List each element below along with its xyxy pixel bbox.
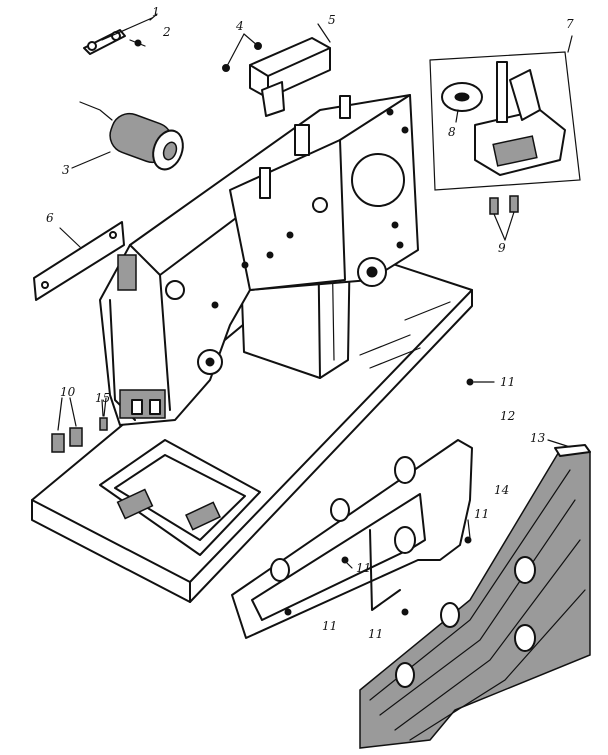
part-14-wood-panel [359, 449, 591, 749]
part-3-motor [71, 101, 184, 171]
part-7-feed-assembly-box [429, 35, 581, 191]
part-6-plate [33, 221, 125, 301]
callout-11-d: 11 [322, 619, 338, 633]
part-11-screws [284, 378, 495, 616]
callout-2: 2 [163, 25, 171, 39]
leader-lines [103, 13, 471, 569]
callout-12: 12 [500, 409, 516, 423]
base-plate [31, 245, 473, 603]
part-4-screws [222, 33, 262, 72]
part-15-screw [99, 399, 108, 431]
callout-7: 7 [566, 17, 574, 31]
machine-arm-casting [99, 94, 419, 426]
callout-11-a: 11 [500, 375, 516, 389]
callout-5: 5 [328, 13, 336, 27]
part-10-screws [51, 397, 83, 453]
part-13-edge-strip [547, 439, 591, 457]
part-1-hinge-bracket [83, 17, 153, 55]
callout-14: 14 [494, 483, 510, 497]
part-5-cover [249, 23, 331, 117]
callout-11-e: 11 [368, 627, 384, 641]
callout-9: 9 [498, 241, 506, 255]
part-2-screw [129, 39, 146, 47]
callout-1: 1 [152, 5, 160, 19]
callout-10: 10 [60, 385, 76, 399]
callout-13: 13 [530, 431, 546, 445]
part-8-washer [441, 82, 483, 123]
callout-11-c: 11 [356, 561, 372, 575]
callout-11-b: 11 [474, 507, 490, 521]
callout-3: 3 [62, 163, 70, 177]
callout-8: 8 [448, 125, 456, 139]
callout-15: 15 [95, 391, 111, 405]
part-12-frame-plate [231, 439, 473, 639]
part-9-screws [489, 195, 519, 241]
callout-4: 4 [236, 19, 244, 33]
callout-6: 6 [46, 211, 54, 225]
